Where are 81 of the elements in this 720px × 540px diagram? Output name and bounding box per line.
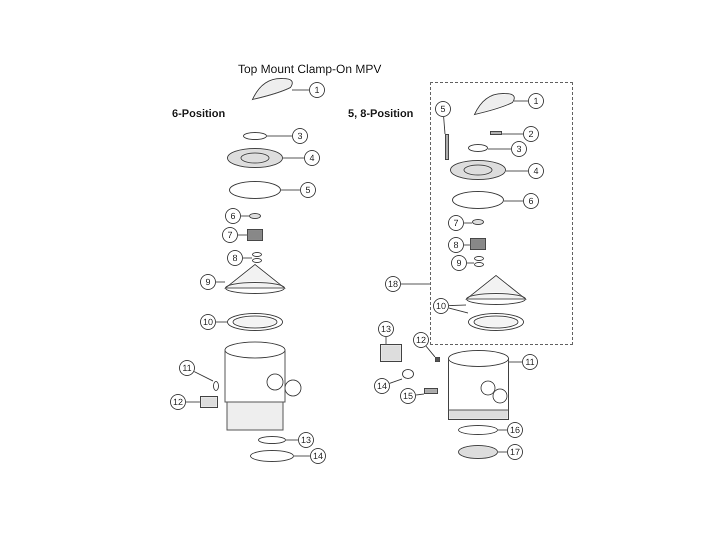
fitting-drawing [380,344,402,362]
leader-line [443,116,446,134]
callout-number: 6 [225,208,241,224]
handle-drawing [474,93,514,115]
spring-drawing [470,238,486,250]
handle-drawing [252,78,292,100]
bolt-drawing [445,134,449,160]
plug-drawing [435,357,440,362]
leader-line [464,222,472,224]
kit-outline [430,82,573,345]
leader-line [448,304,466,306]
callout-number: 14 [374,378,390,394]
callout-number: 10 [433,298,449,314]
callout-number: 16 [507,422,523,438]
leader-line [448,308,468,314]
callout-number: 13 [378,321,394,337]
o-ring-drawing [458,425,498,435]
cap-drawing [402,369,414,379]
section-heading: 5, 8-Position [348,108,414,120]
o-ring-drawing [258,436,286,444]
callout-number: 11 [522,354,538,370]
callout-number: 18 [385,276,401,292]
leader-line [488,148,512,150]
washer-drawing [472,219,484,225]
ring-drawing [458,445,498,459]
leader-line [466,262,474,264]
o-ring-drawing [452,191,504,209]
seal-drawing [474,256,484,267]
rotor-drawing [225,264,285,294]
leader-line [194,371,214,382]
leader-line [415,394,424,396]
callout-number: 8 [448,237,464,253]
callout-number: 1 [309,82,325,98]
leader-line [504,200,524,202]
section-heading: 6-Position [172,108,226,120]
drain-plug-drawing [424,388,438,394]
callout-number: 3 [292,128,308,144]
washer-drawing [468,144,488,152]
callout-number: 11 [179,360,195,376]
rotor-drawing [466,275,526,305]
callout-number: 3 [511,141,527,157]
callout-number: 15 [400,388,416,404]
leader-line [506,170,528,172]
pin-drawing [490,131,502,135]
callout-number: 9 [451,255,467,271]
callout-number: 1 [528,93,544,109]
callout-number: 10 [200,314,216,330]
leader-line [389,378,402,384]
gasket-drawing [468,313,524,331]
callout-number: 14 [310,448,326,464]
callout-number: 17 [507,444,523,460]
diagram-title: Top Mount Clamp-On MPV [238,62,382,76]
o-ring-drawing [213,381,219,391]
leader-line [238,234,248,236]
callout-number: 7 [222,227,238,243]
callout-number: 5 [300,182,316,198]
o-ring-drawing [250,450,294,462]
callout-number: 8 [227,250,243,266]
callout-number: 12 [413,332,429,348]
callout-number: 7 [448,215,464,231]
callout-number: 5 [435,101,451,117]
o-ring-drawing [229,181,281,199]
callout-number: 9 [200,274,216,290]
valve-body-drawing [448,350,509,420]
spring-drawing [247,229,263,241]
washer-drawing [243,132,267,140]
washer-drawing [249,213,261,219]
leader-line [514,100,528,102]
callout-number: 4 [304,150,320,166]
leader-line [426,346,436,358]
leader-line [464,244,470,246]
plate-drawing [450,160,506,180]
callout-number: 13 [298,432,314,448]
gasket-drawing [227,313,283,331]
callout-number: 12 [170,394,186,410]
plate-drawing [227,148,283,168]
callout-number: 6 [523,193,539,209]
fitting-drawing [200,396,218,408]
callout-number: 4 [528,163,544,179]
callout-number: 2 [523,126,539,142]
seal-drawing [252,252,262,263]
